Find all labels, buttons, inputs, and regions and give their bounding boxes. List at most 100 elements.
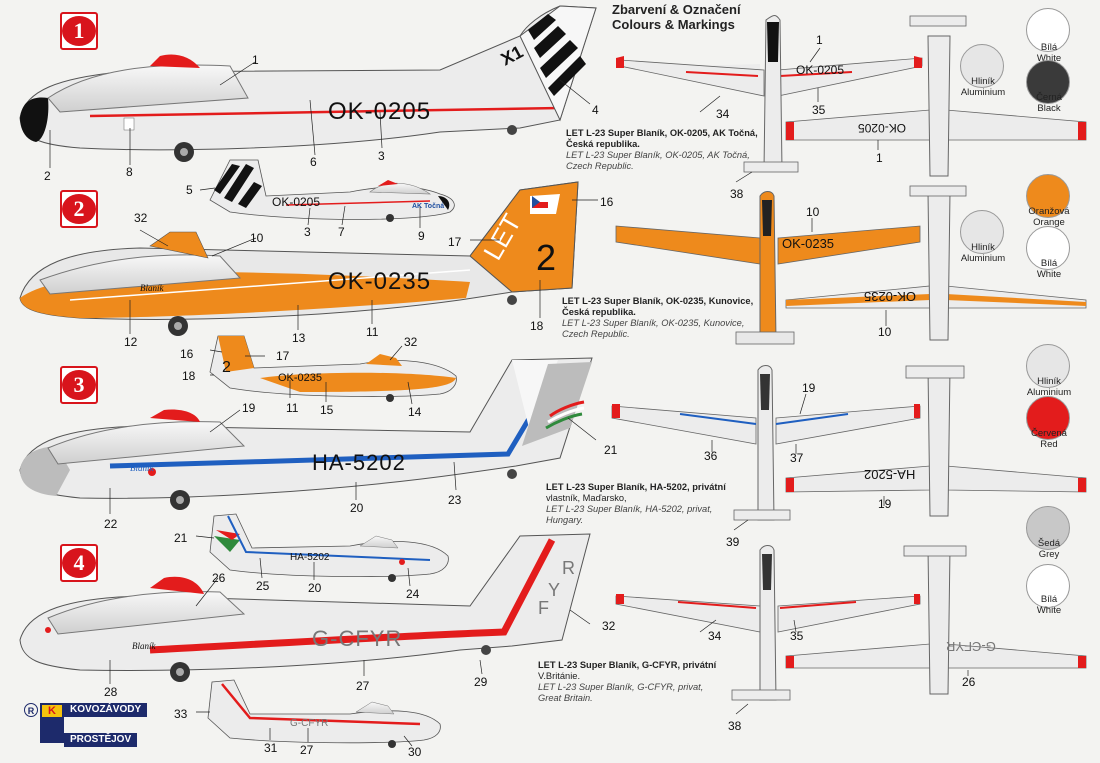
profile-3-glider xyxy=(19,357,593,510)
callout-33: 33 xyxy=(174,707,188,721)
registration-4-small: G-CFYR xyxy=(290,718,329,729)
callout-leader-lines xyxy=(49,47,969,747)
tail-letter-r: R xyxy=(562,558,575,578)
callout-31: 31 xyxy=(264,741,278,755)
plan-2-bottom-registration: OK-0235 xyxy=(864,289,917,304)
tail-number-2-small: 2 xyxy=(222,359,231,376)
plan-1-callout-1: 1 xyxy=(816,33,823,47)
plan-3-callout-19: 19 xyxy=(802,381,816,395)
profile-4-small-glider xyxy=(207,679,441,748)
swatch-red-3 xyxy=(1026,396,1070,440)
plan-2-top-view xyxy=(615,191,921,345)
swatch-white-4 xyxy=(1026,564,1070,608)
plan-3-bottom-callout-19: 19 xyxy=(878,497,892,511)
callout-24: 24 xyxy=(406,587,420,601)
logo-bottom-text: PROSTĚJOV xyxy=(64,733,138,747)
callout-13: 13 xyxy=(292,331,306,345)
swatch-grey-4 xyxy=(1026,506,1070,550)
caption-2-italic-2: Czech Republic. xyxy=(562,329,630,339)
swatch-aluminium-3 xyxy=(1026,344,1070,388)
callout-21: 21 xyxy=(604,443,618,457)
registration-1-small: OK-0205 xyxy=(272,195,321,209)
profile-3-small-glider xyxy=(209,513,449,582)
swatch-aluminium-2 xyxy=(960,210,1004,254)
plan-4-bottom-view xyxy=(785,545,1087,695)
callout-22: 22 xyxy=(104,517,118,531)
callout-30: 30 xyxy=(408,745,422,759)
caption-4-italic-1: LET L-23 Super Blaník, G-CFYR, privat, xyxy=(538,682,704,692)
callout-29: 29 xyxy=(474,675,488,689)
caption-3-italic-1: LET L-23 Super Blaník, HA-5202, privat, xyxy=(546,504,713,514)
caption-4-bold-1: LET L-23 Super Blaník, G-CFYR, privátní xyxy=(538,660,717,670)
plan-2-callout-10: 10 xyxy=(806,205,820,219)
callout-32-small: 32 xyxy=(404,335,418,349)
plan-2-top-registration: OK-0235 xyxy=(782,236,835,251)
plan-1-callout-35: 35 xyxy=(812,103,826,117)
fuselage-script-2: Blaník xyxy=(140,283,164,293)
registration-1: OK-0205 xyxy=(328,98,432,125)
callout-7: 7 xyxy=(338,225,345,239)
fuselage-script-3: Blaník xyxy=(130,463,154,473)
caption-1-italic-1: LET L-23 Super Blaník, OK-0205, AK Točná… xyxy=(566,150,750,160)
callout-15: 15 xyxy=(320,403,334,417)
scheme-3-badge: 3 xyxy=(60,366,98,404)
callout-9: 9 xyxy=(418,229,425,243)
caption-4-italic-2: Great Britain. xyxy=(538,693,593,703)
plan-3-top-view xyxy=(611,365,921,521)
callout-3-small: 3 xyxy=(304,225,311,239)
caption-2-bold-1: LET L-23 Super Blaník, OK-0235, Kunovice… xyxy=(562,296,754,306)
header-title-en: Colours & Markings xyxy=(612,17,735,32)
scheme-2-badge: 2 xyxy=(60,190,98,228)
plan-3-bottom-registration: HA-5202 xyxy=(864,467,916,482)
registration-4: G-CFYR xyxy=(312,626,403,651)
callout-8: 8 xyxy=(126,165,133,179)
callout-20-small: 20 xyxy=(308,581,322,595)
plan-4-callout-35: 35 xyxy=(790,629,804,643)
callout-27: 27 xyxy=(356,679,370,693)
callout-21-small: 21 xyxy=(174,531,188,545)
callout-32-b: 32 xyxy=(602,619,616,633)
plan-3-callout-36: 36 xyxy=(704,449,718,463)
logo-k: K xyxy=(42,705,62,717)
registration-2: OK-0235 xyxy=(328,268,432,295)
profile-2-small-glider xyxy=(209,335,457,402)
caption-3: LET L-23 Super Blaník, HA-5202, privátní… xyxy=(546,482,776,526)
header-title-cz: Zbarvení & Označení xyxy=(612,2,741,17)
swatch-white-2 xyxy=(1026,226,1070,270)
callout-3: 3 xyxy=(378,149,385,163)
profile-1-small-glider xyxy=(209,159,455,222)
caption-3-bold-1: LET L-23 Super Blaník, HA-5202, privátní xyxy=(546,482,726,492)
callout-16-small: 16 xyxy=(180,347,194,361)
callout-16: 16 xyxy=(600,195,614,209)
callout-28: 28 xyxy=(104,685,118,699)
plan-1-top-registration: OK-0205 xyxy=(796,63,845,77)
callout-26: 26 xyxy=(212,571,226,585)
plan-1-bottom-view xyxy=(785,15,1087,177)
plan-3-callout-39: 39 xyxy=(726,535,740,549)
caption-4: LET L-23 Super Blaník, G-CFYR, privátní … xyxy=(538,660,768,704)
tail-letter-y: Y xyxy=(548,580,561,600)
plan-4-callout-34: 34 xyxy=(708,629,722,643)
swatch-black-1 xyxy=(1026,60,1070,104)
callout-10: 10 xyxy=(250,231,264,245)
callout-17: 17 xyxy=(448,235,462,249)
callout-1: 1 xyxy=(252,53,259,67)
callout-4: 4 xyxy=(592,103,599,117)
plan-4-top-view xyxy=(615,545,921,701)
plan-1-callout-34: 34 xyxy=(716,107,730,121)
callout-17-small: 17 xyxy=(276,349,290,363)
plan-2-bottom-view xyxy=(785,185,1087,341)
plan-1-top-view xyxy=(616,15,923,173)
caption-2-bold-2: Česká republika. xyxy=(562,307,636,317)
swatch-white-1 xyxy=(1026,8,1070,52)
tail-number-2: 2 xyxy=(536,237,557,278)
caption-1: LET L-23 Super Blaník, OK-0205, AK Točná… xyxy=(566,128,796,172)
